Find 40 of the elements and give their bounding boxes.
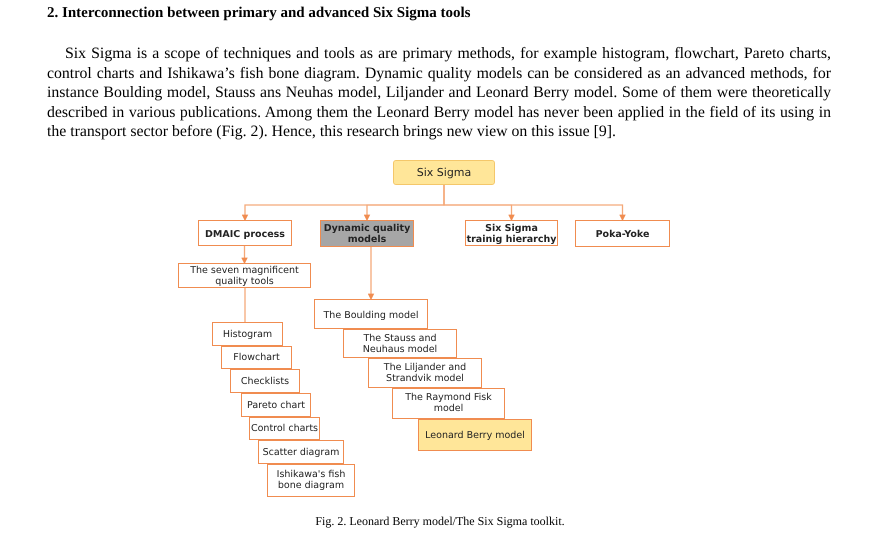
process-box [314, 299, 428, 329]
box-label: Checklists [240, 376, 290, 387]
box-label: The Boulding model [324, 310, 418, 321]
box-label: The seven magnificent quality tools [189, 265, 300, 287]
connector-arrow [443, 185, 626, 222]
process-box [258, 440, 344, 464]
connector-arrow [241, 246, 248, 264]
process-box [221, 346, 292, 369]
process-box [575, 220, 670, 247]
process-box [343, 329, 457, 358]
process-box [418, 419, 532, 451]
process-box [368, 358, 482, 388]
box-label: Six Sigma trainig hierarchy [466, 223, 557, 245]
process-box [267, 464, 355, 497]
process-box [230, 369, 300, 393]
box-label: DMAIC process [205, 229, 285, 240]
box-label: Six Sigma [416, 167, 472, 178]
box-label: Dynamic quality models [322, 223, 412, 245]
box-label: The Stauss and Neuhaus model [362, 333, 438, 355]
box-label: The Raymond Fisk model [404, 392, 493, 414]
process-box [241, 393, 311, 417]
box-label: Scatter diagram [262, 447, 340, 458]
process-box [392, 388, 505, 419]
process-box [198, 220, 292, 246]
process-box [212, 322, 283, 346]
process-box [178, 263, 311, 288]
section-heading: 2. Interconnection between primary and advanced Six Sigma tools [47, 5, 470, 22]
body-paragraph: Six Sigma is a scope of techniques and tools as are primary methods, for example histogram, flowchart, Pareto charts, control charts and Ishikawa’s fish bone diagram. Dynamic quality models can be considered as an advanced methods, for instance Boulding model, Stauss ans Neuhas model, Liljander and Leonard Berry model. Some of them were theoretically described in various publications. Among them the Leonard Berry model has never been applied in the field of its using in the transport sector before (Fig. 2). Hence, this research brings new view on this issue [9]. [47, 44, 831, 142]
box-label: Flowchart [233, 352, 280, 363]
box-label: Histogram [222, 329, 272, 340]
box-label: Leonard Berry model [425, 430, 525, 441]
box-label: Ishikawa's fish bone diagram [276, 469, 346, 491]
box-label: The Liljander and Strandvik model [382, 362, 468, 384]
root-box [393, 160, 495, 185]
box-label: Poka-Yoke [596, 229, 650, 240]
connector-arrow [368, 247, 374, 300]
process-box [249, 417, 320, 440]
figure-caption: Fig. 2. Leonard Berry model/The Six Sigma toolkit. [314, 514, 566, 529]
box-label: Control charts [250, 423, 318, 434]
box-label: Pareto chart [247, 400, 305, 411]
